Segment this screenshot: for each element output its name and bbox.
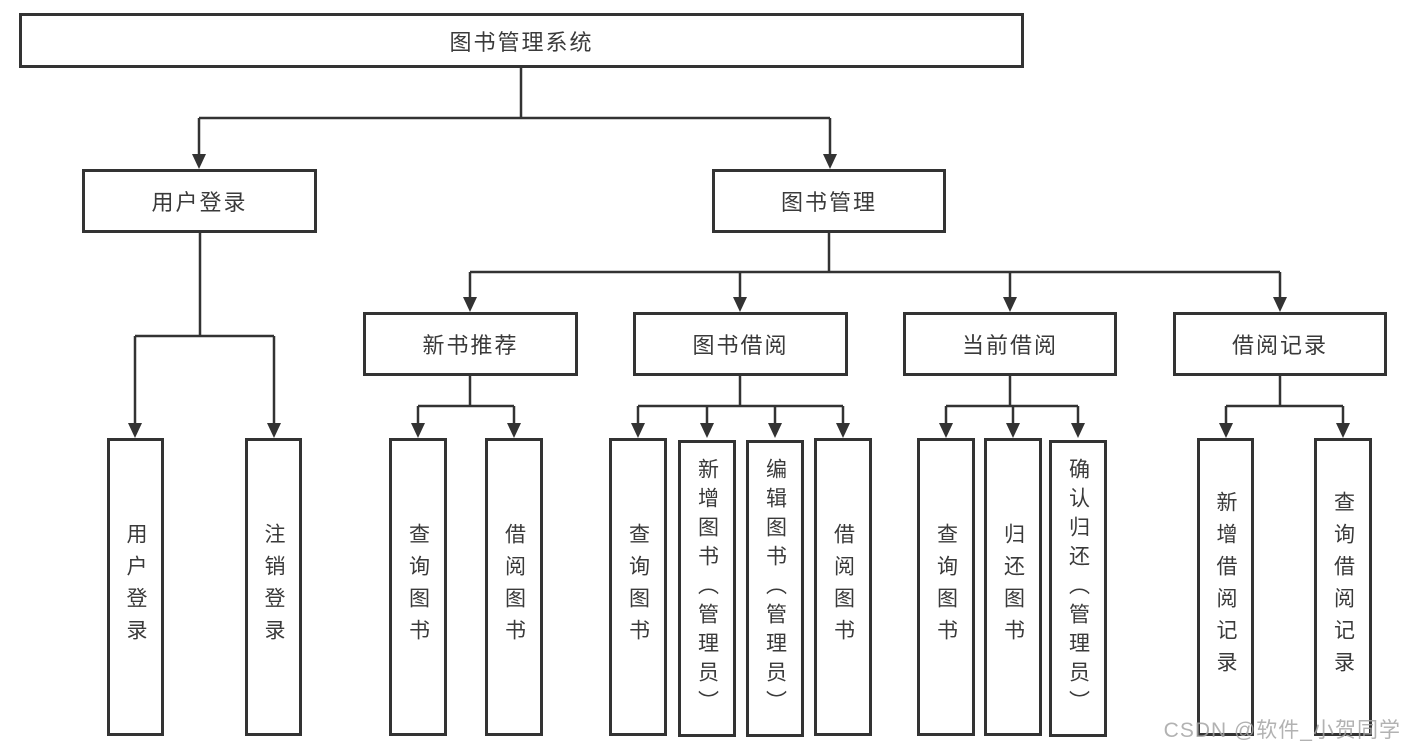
leaf-br-add-record: 新增借阅记录 <box>1197 438 1254 736</box>
node-root: 图书管理系统 <box>19 13 1024 68</box>
edge-root-to-level2 <box>197 68 832 155</box>
leaf-bb-edit-books-admin: 编辑图书（管理员） <box>746 440 804 737</box>
node-book-borrow: 图书借阅 <box>633 312 848 376</box>
node-borrow-records: 借阅记录 <box>1173 312 1387 376</box>
leaf-br-query-record: 查询借阅记录 <box>1314 438 1372 736</box>
node-user-login: 用户登录 <box>82 169 317 233</box>
node-book-management: 图书管理 <box>712 169 946 233</box>
edge-user-login-children <box>133 233 276 424</box>
leaf-user-login: 用户登录 <box>107 438 164 736</box>
csdn-watermark: CSDN @软件_小贺同学 <box>1163 719 1401 742</box>
edge-book-borrow-children <box>636 376 845 424</box>
node-current-borrow: 当前借阅 <box>903 312 1117 376</box>
leaf-logout: 注销登录 <box>245 438 302 736</box>
leaf-nbr-borrow-books: 借阅图书 <box>485 438 543 736</box>
edge-book-mgmt-children <box>468 233 1282 298</box>
edge-new-book-children <box>416 376 516 424</box>
leaf-cb-query-books: 查询图书 <box>917 438 975 736</box>
arrowheads <box>128 154 1350 438</box>
leaf-cb-confirm-return-admin: 确认归还（管理员） <box>1049 440 1107 737</box>
edges <box>133 68 1345 424</box>
node-new-book-recommend: 新书推荐 <box>363 312 578 376</box>
leaf-bb-query-books: 查询图书 <box>609 438 667 736</box>
leaf-nbr-query-books: 查询图书 <box>389 438 447 736</box>
leaf-bb-borrow-books: 借阅图书 <box>814 438 872 736</box>
edge-borrow-record-children <box>1224 376 1345 424</box>
leaf-bb-add-books-admin: 新增图书（管理员） <box>678 440 736 737</box>
edge-current-borrow-children <box>944 376 1080 424</box>
leaf-cb-return-books: 归还图书 <box>984 438 1042 736</box>
